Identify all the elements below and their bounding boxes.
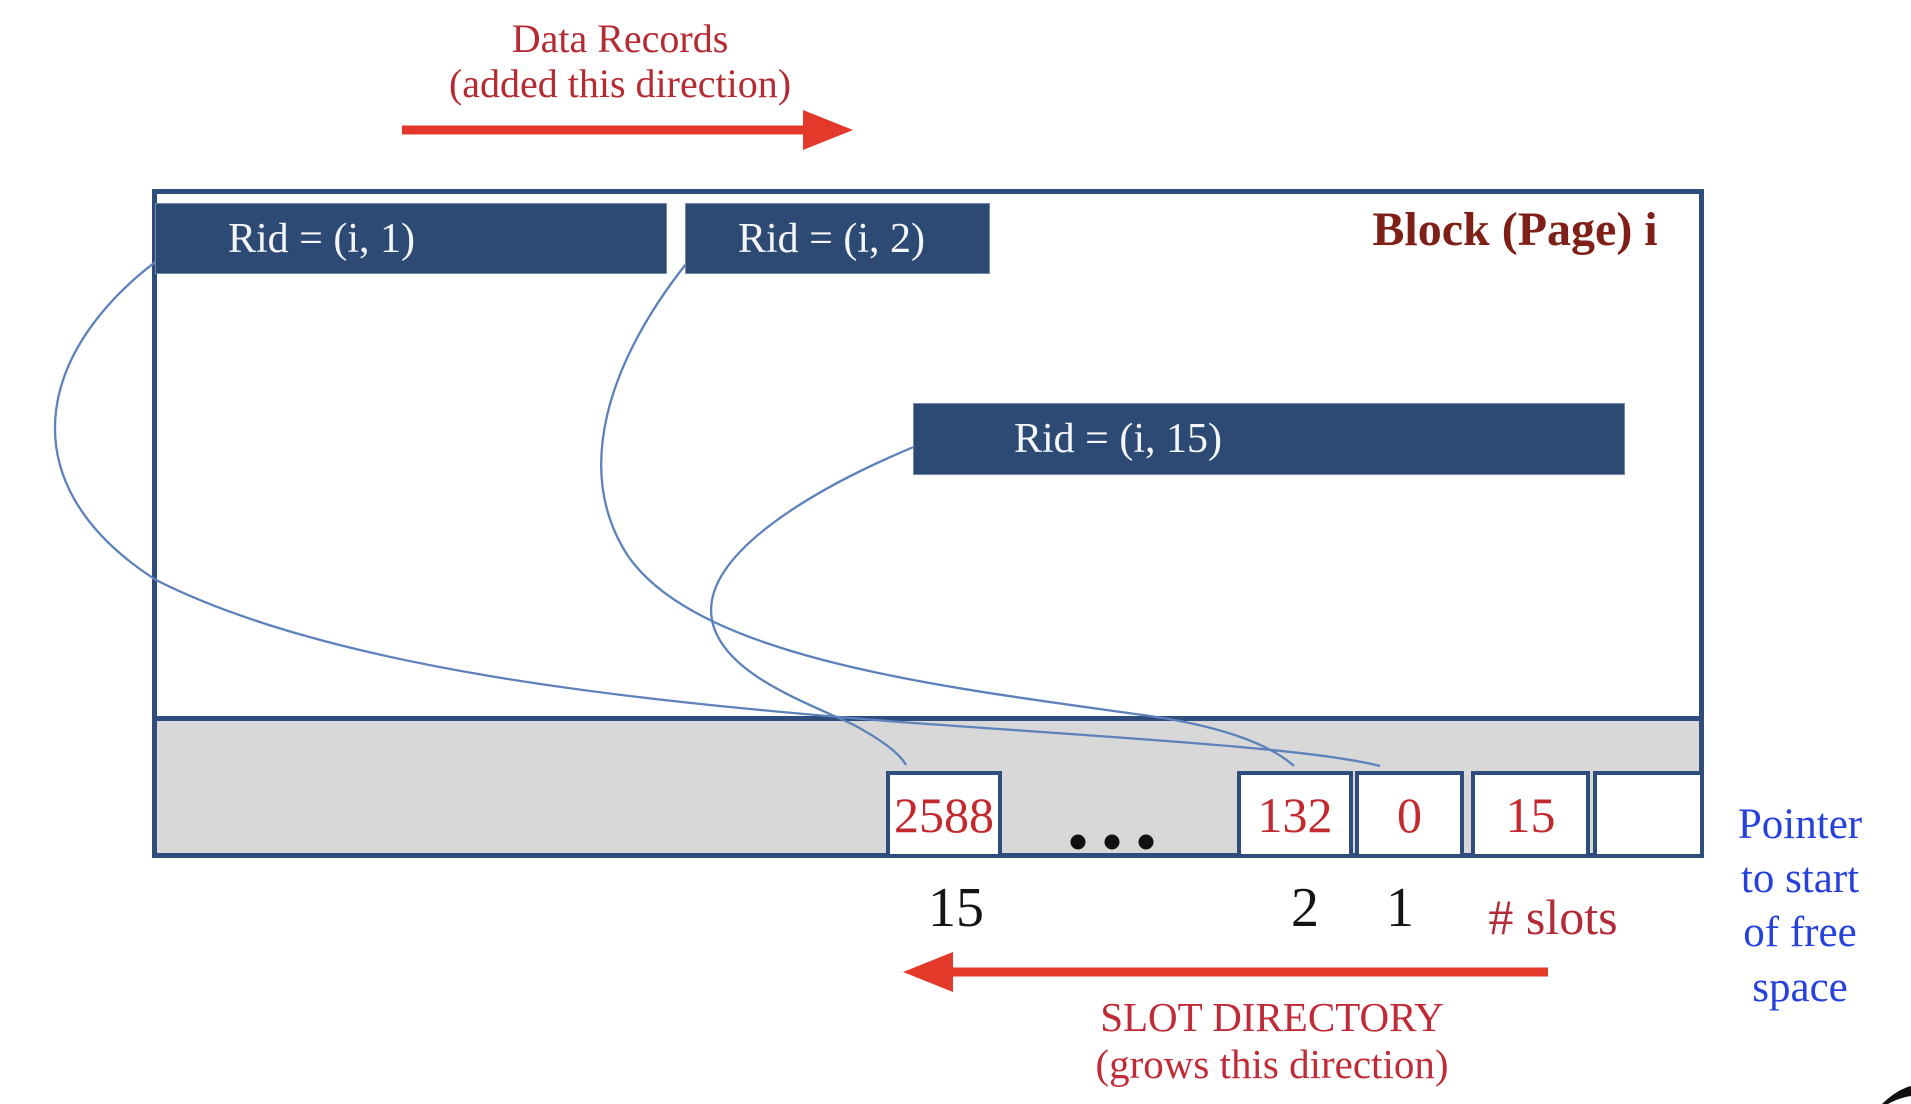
num-slots-label: # slots	[1488, 889, 1618, 945]
pointer-curve-slot2-to-rid2	[600, 263, 1295, 767]
record-label: Rid = (i, 2)	[738, 215, 926, 262]
slot-cell-empty	[1593, 771, 1704, 858]
pointer-curve-slot1-to-rid1	[53, 249, 1381, 768]
pointer-curve-slot15-to-rid15	[709, 444, 917, 766]
data-records-note: Data Records (added this direction)	[448, 16, 792, 107]
slot-value: 15	[1505, 786, 1556, 843]
slot-value: 2588	[894, 786, 994, 843]
block-page-title: Block (Page) i	[1372, 203, 1658, 256]
record-label: Rid = (i, 1)	[228, 215, 416, 262]
record-box-rid-15: Rid = (i, 15)	[913, 403, 1625, 475]
record-label: Rid = (i, 15)	[1014, 416, 1223, 462]
free-space-pointer-note: Pointer to start of free space	[1737, 801, 1863, 1011]
ellipsis-dots	[1070, 834, 1154, 850]
record-box-rid-1: Rid = (i, 1)	[155, 203, 667, 274]
right-arrow-icon	[402, 110, 853, 150]
record-box-rid-2: Rid = (i, 2)	[685, 203, 990, 274]
slot-index-label-15: 15	[928, 877, 984, 939]
slot-directory-note: SLOT DIRECTORY (grows this direction)	[1095, 994, 1449, 1088]
slot-cell-1: 0	[1355, 771, 1464, 858]
slot-cell-numslots: 15	[1471, 771, 1590, 858]
slot-value: 132	[1257, 786, 1333, 843]
slot-index-label-1: 1	[1386, 877, 1414, 939]
slot-value: 0	[1397, 786, 1422, 843]
slot-index-label-2: 2	[1291, 877, 1319, 939]
corner-clipped-glyph	[1882, 1086, 1911, 1104]
left-arrow-icon	[903, 952, 1548, 992]
slot-cell-15: 2588	[886, 771, 1002, 858]
slot-cell-2: 132	[1237, 771, 1353, 858]
